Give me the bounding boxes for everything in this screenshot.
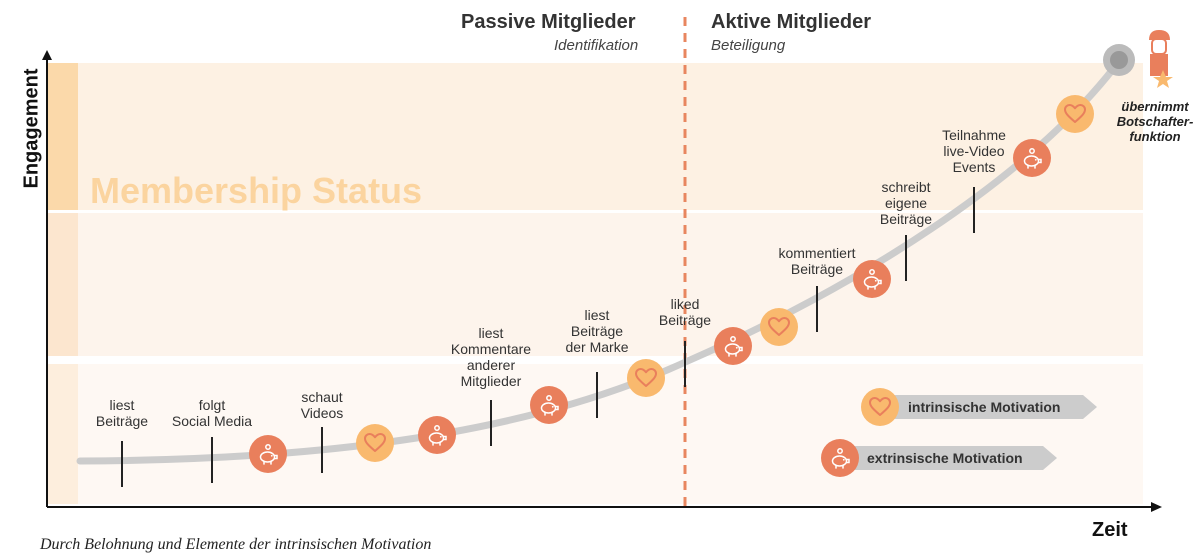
step-label: schaut Videos [300,389,344,421]
badge-extrinsic [714,327,752,365]
legend-extrinsic-label: extrinsische Motivation [867,450,1023,466]
badge-intrinsic [1056,95,1094,133]
badge-intrinsic [356,424,394,462]
badge-extrinsic [418,416,456,454]
legend-extrinsic [821,439,1057,477]
y-axis-arrowhead [42,50,52,60]
active-members-title: Aktive Mitglieder [711,11,872,33]
badge-extrinsic [1013,139,1051,177]
engagement-band-high [48,63,1143,210]
active-members-subtitle: Beteiligung [711,37,786,54]
curve-endpoint [1103,44,1135,76]
y-axis-label: Engagement [20,68,43,189]
engagement-band-mid [48,213,1143,356]
ambassador-label: übernimmt Botschafter- funktion [1116,99,1194,144]
engagement-band-low [48,364,1143,504]
step-ticks [121,187,975,487]
passive-members-subtitle: Identifikation [554,37,639,54]
status-strip-mid [48,213,78,356]
passive-members-title: Passive Mitglieder [461,11,636,33]
step-label: liest Kommentare anderer Mitglieder [450,325,532,389]
step-label: folgt Social Media [171,397,253,429]
x-axis-arrowhead [1151,502,1162,512]
step-label: Teilnahme live-Video Events [942,127,1006,175]
x-axis-label: Zeit [1092,519,1128,541]
star-icon [1153,70,1173,88]
engagement-curve [76,56,1124,465]
step-label: schreibt eigene Beiträge [879,179,933,227]
badge-intrinsic [627,359,665,397]
badge-intrinsic [760,308,798,346]
step-label: liest Beiträge der Marke [565,307,629,355]
ambassador-figure-icon [1149,30,1173,88]
badge-extrinsic [530,386,568,424]
badge-extrinsic [249,435,287,473]
status-strip-high [48,63,78,210]
badge-extrinsic [853,260,891,298]
status-strip-low [48,364,78,504]
caption: Durch Belohnung und Elemente der intrins… [40,536,432,553]
legend-intrinsic-label: intrinsische Motivation [908,399,1061,415]
legend-arrow [880,395,1097,419]
step-label: liest Beiträge [95,397,149,429]
step-label: liked Beiträge [658,296,712,328]
legend-intrinsic [861,388,1097,426]
legend-arrow [840,446,1057,470]
membership-status-watermark: Membership Status [90,170,423,211]
step-label: kommentiert Beiträge [778,245,856,277]
